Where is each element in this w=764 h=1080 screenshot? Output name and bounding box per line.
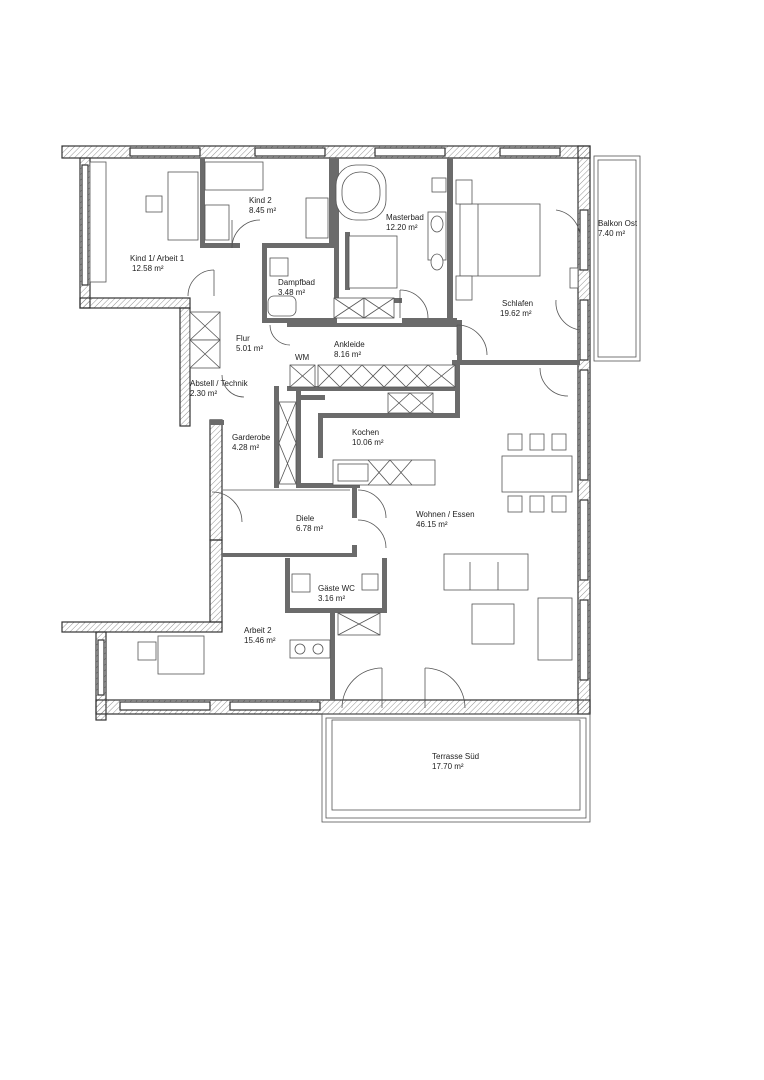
room-name-dampfbad: Dampfbad (278, 278, 315, 287)
room-area-gaeste-wc: 3.16 m² (318, 594, 345, 603)
room-area-kochen: 10.06 m² (352, 438, 384, 447)
room-name-flur: Flur (236, 334, 250, 343)
label-wm: WM (295, 353, 310, 362)
room-name-diele: Diele (296, 514, 315, 523)
room-area-kind1: 12.58 m² (132, 264, 164, 273)
room-name-garderobe: Garderobe (232, 433, 271, 442)
room-area-abstell: 2.30 m² (190, 389, 217, 398)
room-labels: Kind 1/ Arbeit 1 12.58 m² Kind 2 8.45 m²… (130, 196, 638, 771)
terrasse-sued (321, 713, 591, 823)
room-name-masterbad: Masterbad (386, 213, 424, 222)
room-name-kind2: Kind 2 (249, 196, 272, 205)
balkon-ost (593, 155, 641, 362)
room-name-kochen: Kochen (352, 428, 379, 437)
interior-walls (200, 158, 580, 700)
room-area-masterbad: 12.20 m² (386, 223, 418, 232)
room-area-wohnen: 46.15 m² (416, 520, 448, 529)
room-name-abstell: Abstell / Technik (190, 379, 249, 388)
room-area-ankleide: 8.16 m² (334, 350, 361, 359)
storage-cabinets (189, 267, 579, 636)
doors (187, 209, 581, 709)
room-name-wohnen: Wohnen / Essen (416, 510, 475, 519)
furniture (89, 161, 573, 675)
room-area-dampfbad: 3.48 m² (278, 288, 305, 297)
room-area-kind2: 8.45 m² (249, 206, 276, 215)
room-name-gaeste-wc: Gäste WC (318, 584, 355, 593)
room-name-terrasse: Terrasse Süd (432, 752, 479, 761)
room-name-arbeit2: Arbeit 2 (244, 626, 272, 635)
room-name-schlafen: Schlafen (502, 299, 533, 308)
room-area-diele: 6.78 m² (296, 524, 323, 533)
room-area-schlafen: 19.62 m² (500, 309, 532, 318)
room-area-flur: 5.01 m² (236, 344, 263, 353)
room-name-balkon: Balkon Ost (598, 219, 638, 228)
room-area-arbeit2: 15.46 m² (244, 636, 276, 645)
room-area-terrasse: 17.70 m² (432, 762, 464, 771)
room-area-garderobe: 4.28 m² (232, 443, 259, 452)
room-area-balkon: 7.40 m² (598, 229, 625, 238)
room-name-kind1: Kind 1/ Arbeit 1 (130, 254, 185, 263)
room-name-ankleide: Ankleide (334, 340, 365, 349)
